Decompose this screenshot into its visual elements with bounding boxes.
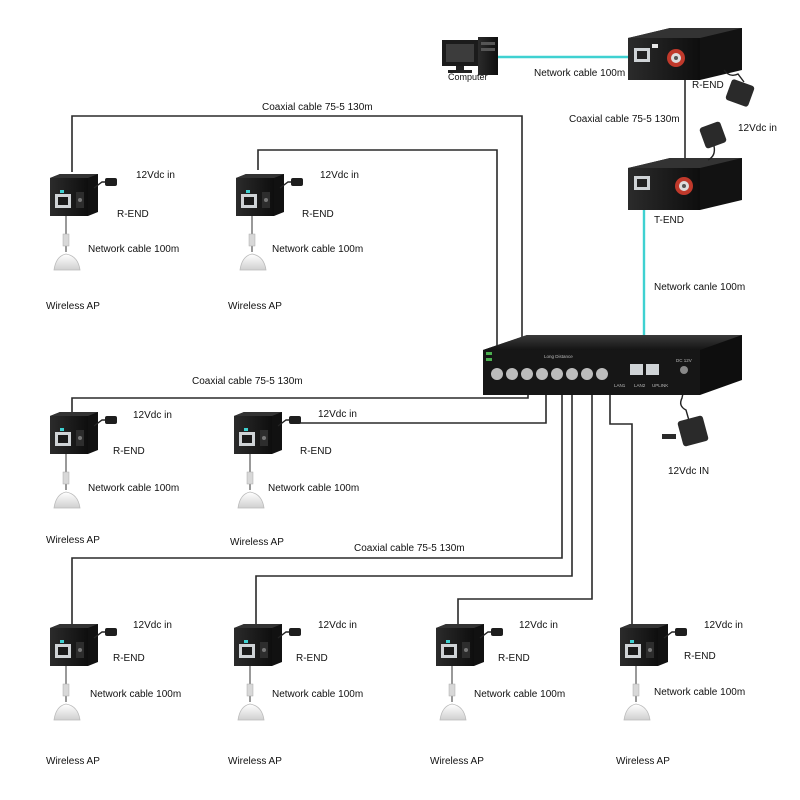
- bnc-port-icon: [521, 368, 533, 380]
- bnc-port-icon: [536, 368, 548, 380]
- network-canle-label: Network canle 100m: [654, 282, 745, 293]
- dc-jack-icon: [680, 366, 688, 374]
- receiver-r-end-label: R-END: [498, 653, 530, 664]
- r-end-device-icon: [619, 623, 688, 721]
- bnc-port-icon: [506, 368, 518, 380]
- receiver-network-label: Network cable 100m: [272, 689, 363, 700]
- receiver-1: [49, 173, 118, 271]
- receiver-network-label: Network cable 100m: [654, 687, 745, 698]
- top-power-adapter: [723, 69, 755, 107]
- rj45-port-icon: [630, 364, 643, 375]
- coax-receiver-4: [292, 384, 547, 424]
- coax-receiver-2: [257, 149, 498, 358]
- coax-receiver-5: [71, 384, 563, 630]
- coax-receiver-1: [71, 115, 523, 358]
- coax-switch: Long Distance LAN1 LAN2 UPLINK DC 12V: [483, 335, 742, 395]
- wireless-ap-label: Wireless AP: [230, 537, 284, 548]
- coax-receiver-8: [609, 384, 633, 630]
- main-power-label: 12Vdc IN: [668, 466, 709, 477]
- receiver-power-label: 12Vdc in: [318, 620, 357, 631]
- wireless-ap-label: Wireless AP: [616, 756, 670, 767]
- tend-power-adapter: [699, 121, 727, 161]
- receiver-power-label: 12Vdc in: [519, 620, 558, 631]
- receiver-power-label: 12Vdc in: [704, 620, 743, 631]
- top-network-label: Network cable 100m: [534, 68, 625, 79]
- receiver-power-label: 12Vdc in: [136, 170, 175, 181]
- receiver-power-label: 12Vdc in: [320, 170, 359, 181]
- wireless-ap-label: Wireless AP: [46, 535, 100, 546]
- t-end-device: [628, 158, 742, 210]
- r-end-device-icon: [49, 623, 118, 721]
- receiver-2: [235, 173, 304, 271]
- receiver-7: [435, 623, 504, 721]
- r-end-device-icon: [233, 623, 302, 721]
- receiver-power-label: 12Vdc in: [133, 620, 172, 631]
- receiver-r-end-label: R-END: [684, 651, 716, 662]
- bnc-port-icon: [581, 368, 593, 380]
- svg-text:UPLINK: UPLINK: [652, 383, 668, 388]
- rj45-port-icon: [646, 364, 659, 375]
- t-end-label: T-END: [654, 215, 684, 226]
- wireless-ap-label: Wireless AP: [430, 756, 484, 767]
- coax-receiver-7: [457, 384, 593, 630]
- svg-text:LAN1: LAN1: [614, 383, 626, 388]
- receiver-network-label: Network cable 100m: [474, 689, 565, 700]
- coax-row1-label: Coaxial cable 75-5 130m: [262, 102, 373, 113]
- r-end-device-icon: [49, 173, 118, 271]
- status-led: [486, 352, 492, 355]
- main-power-cord: [679, 383, 691, 425]
- receiver-power-label: 12Vdc in: [318, 409, 357, 420]
- status-led: [486, 358, 492, 361]
- bnc-port-icon: [551, 368, 563, 380]
- receiver-network-label: Network cable 100m: [90, 689, 181, 700]
- receiver-network-label: Network cable 100m: [88, 244, 179, 255]
- receiver-8: [619, 623, 688, 721]
- wireless-ap-label: Wireless AP: [46, 301, 100, 312]
- wireless-ap-label: Wireless AP: [228, 301, 282, 312]
- power-adapter-icon: [677, 415, 709, 447]
- receiver-r-end-label: R-END: [113, 653, 145, 664]
- main-power-adapter: [662, 415, 709, 447]
- computer-label: Computer: [448, 72, 488, 82]
- cables: [71, 55, 691, 630]
- receiver-r-end-label: R-END: [113, 446, 145, 457]
- coax-receiver-6: [255, 384, 573, 630]
- wireless-ap-label: Wireless AP: [46, 756, 100, 767]
- tend-power-label: 12Vdc in: [738, 123, 777, 134]
- top-r-end-device: [628, 28, 742, 80]
- receiver-6: [233, 623, 302, 721]
- svg-text:DC 12V: DC 12V: [676, 358, 692, 363]
- top-r-end-label: R-END: [692, 80, 724, 91]
- r-end-device-icon: [435, 623, 504, 721]
- r-end-device-icon: [235, 173, 304, 271]
- receiver-5: [49, 623, 118, 721]
- bnc-port-icon: [491, 368, 503, 380]
- receiver-power-label: 12Vdc in: [133, 410, 172, 421]
- coax-row2-label: Coaxial cable 75-5 130m: [192, 376, 303, 387]
- coax-top-right-label: Coaxial cable 75-5 130m: [569, 114, 680, 125]
- switch-panel-label: Long Distance: [544, 354, 573, 359]
- power-adapter-icon: [725, 79, 755, 107]
- receiver-network-label: Network cable 100m: [88, 483, 179, 494]
- receiver-r-end-label: R-END: [296, 653, 328, 664]
- wireless-ap-label: Wireless AP: [228, 756, 282, 767]
- power-adapter-icon: [699, 121, 727, 149]
- receiver-network-label: Network cable 100m: [272, 244, 363, 255]
- computer: Computer: [442, 37, 498, 82]
- pc-tower: [478, 37, 498, 75]
- coax-row3-label: Coaxial cable 75-5 130m: [354, 543, 465, 554]
- monitor-screen: [446, 44, 474, 62]
- bnc-port-icon: [566, 368, 578, 380]
- receiver-r-end-label: R-END: [300, 446, 332, 457]
- receiver-network-label: Network cable 100m: [268, 483, 359, 494]
- receiver-r-end-label: R-END: [302, 209, 334, 220]
- bnc-port-row: [491, 368, 608, 380]
- receiver-r-end-label: R-END: [117, 209, 149, 220]
- bnc-port-icon: [596, 368, 608, 380]
- svg-text:LAN2: LAN2: [634, 383, 646, 388]
